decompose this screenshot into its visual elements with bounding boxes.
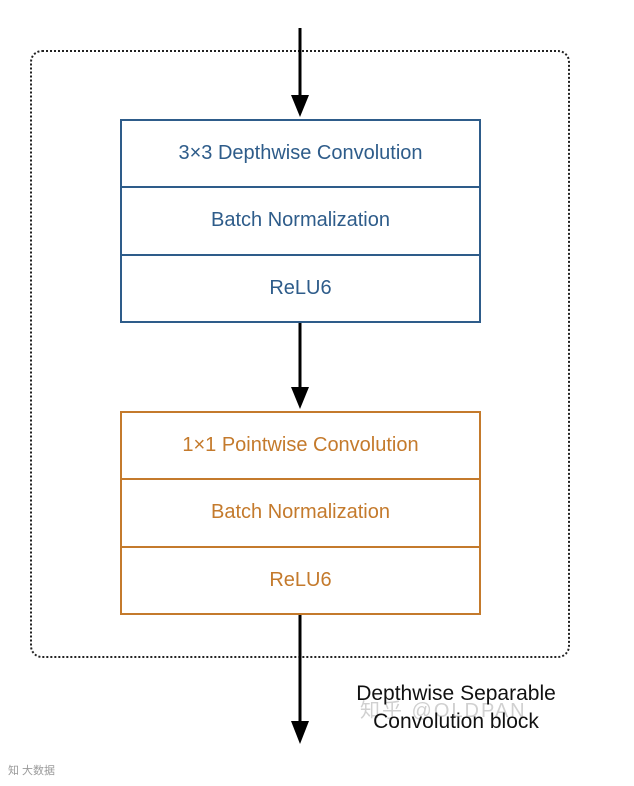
- output-arrow: [291, 615, 309, 744]
- caption-line-1: Depthwise Separable: [356, 682, 556, 705]
- corner-watermark: 知 大数据: [8, 765, 56, 777]
- pointwise-conv-layer: 1×1 Pointwise Convolution: [182, 434, 419, 457]
- input-arrow: [291, 28, 309, 117]
- pointwise-relu6-layer: ReLU6: [122, 545, 479, 613]
- depthwise-conv-layer: 3×3 Depthwise Convolution: [178, 142, 423, 165]
- depthwise-block: 3×3 Depthwise Convolution Batch Normaliz…: [120, 119, 481, 323]
- middle-arrow: [291, 323, 309, 409]
- depthwise-batchnorm-layer: Batch Normalization: [122, 186, 479, 253]
- pointwise-block: 1×1 Pointwise Convolution Batch Normaliz…: [120, 411, 481, 615]
- depthwise-relu6-layer: ReLU6: [122, 253, 479, 321]
- caption-line-2: Convolution block: [373, 710, 539, 733]
- block-caption: Depthwise Separable Convolution block: [326, 680, 586, 736]
- watermark: 知乎 @OLDPAN: [360, 700, 527, 722]
- pointwise-batchnorm-layer: Batch Normalization: [122, 478, 479, 545]
